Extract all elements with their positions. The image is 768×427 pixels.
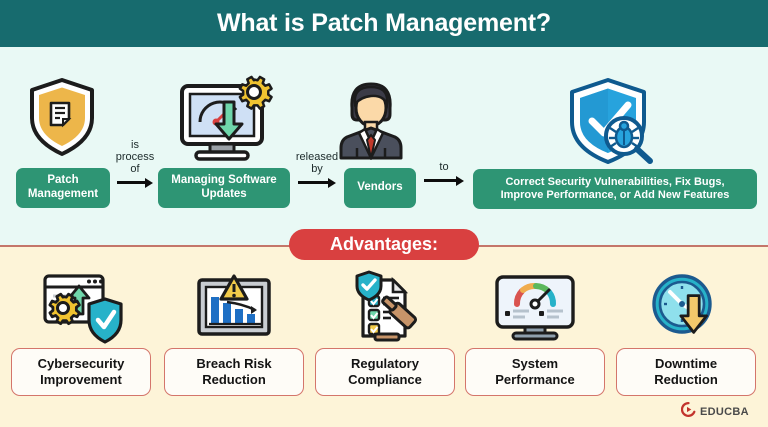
- declining-bar-chart-warning-icon: [195, 268, 273, 346]
- flow-box-label: Patch Management: [27, 174, 99, 200]
- arrow-right-icon: [112, 177, 158, 188]
- advantage-label-box: Downtime Reduction: [616, 348, 756, 396]
- advantage-label: Breach Risk Reduction: [196, 356, 272, 387]
- flow-box-patch-management[interactable]: Patch Management: [16, 168, 110, 208]
- flow-box-managing-software-updates[interactable]: Managing Software Updates: [158, 168, 290, 208]
- advantage-card-cybersecurity-improvement[interactable]: Cybersecurity Improvement: [8, 268, 154, 396]
- advantage-label: Regulatory Compliance: [348, 356, 422, 387]
- advantage-card-downtime-reduction[interactable]: Downtime Reduction: [613, 268, 759, 396]
- educba-brand-text: EDUCBA: [700, 406, 749, 418]
- connector-label: is process of: [115, 139, 155, 175]
- page-title: What is Patch Management?: [217, 9, 551, 37]
- flow-box-label: Vendors: [357, 181, 403, 194]
- flow-box-label: Managing Software Updates: [171, 174, 277, 200]
- shield-document-gear-icon: [26, 74, 122, 165]
- connector-is-process-of: is process of: [112, 139, 158, 188]
- connector-label: released by: [295, 151, 339, 175]
- monitor-update-gear-icon: [176, 70, 280, 167]
- clipboard-checklist-gavel-icon: [345, 268, 425, 346]
- connector-released-by: released by: [290, 151, 344, 188]
- header-banner: What is Patch Management?: [0, 0, 768, 47]
- advantage-label: Cybersecurity Improvement: [37, 356, 125, 387]
- advantages-banner-label: Advantages:: [329, 234, 439, 254]
- advantage-card-system-performance[interactable]: System Performance: [462, 268, 608, 396]
- browser-gear-shield-check-icon: [39, 268, 123, 346]
- arrow-right-icon: [290, 177, 344, 188]
- advantage-card-breach-risk-reduction[interactable]: Breach Risk Reduction: [161, 268, 307, 396]
- arrow-right-icon: [416, 175, 472, 186]
- educba-circle-play-logo: [680, 401, 696, 422]
- flow-box-label: Correct Security Vulnerabilities, Fix Bu…: [500, 175, 730, 201]
- shield-check-bug-magnifier-icon: [562, 76, 660, 171]
- advantage-label-box: Regulatory Compliance: [315, 348, 455, 396]
- educba-logo: EDUCBA: [680, 401, 749, 422]
- advantage-label-box: Cybersecurity Improvement: [11, 348, 151, 396]
- clock-down-arrow-icon: [648, 268, 724, 346]
- advantage-label-box: Breach Risk Reduction: [164, 348, 304, 396]
- flow-box-outcomes[interactable]: Correct Security Vulnerabilities, Fix Bu…: [473, 169, 757, 209]
- monitor-speed-gauge-icon: [491, 268, 579, 346]
- vendor-person-icon: [335, 78, 407, 165]
- advantage-label: Downtime Reduction: [654, 356, 718, 387]
- connector-label: to: [439, 161, 449, 173]
- advantage-card-regulatory-compliance[interactable]: Regulatory Compliance: [312, 268, 458, 396]
- advantages-banner: Advantages:: [289, 229, 479, 260]
- flow-box-vendors[interactable]: Vendors: [344, 168, 416, 208]
- connector-to: to: [416, 161, 472, 186]
- advantage-label: System Performance: [495, 356, 575, 387]
- advantage-label-box: System Performance: [465, 348, 605, 396]
